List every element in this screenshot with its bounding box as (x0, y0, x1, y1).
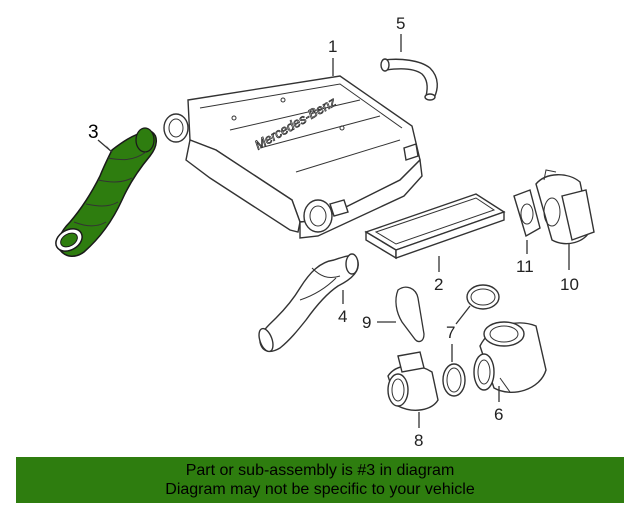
part-10-throttle-body[interactable] (535, 169, 595, 245)
part-11-gasket[interactable] (513, 189, 541, 238)
part-6-intake-adaptor[interactable] (473, 321, 547, 393)
callout-8: 8 (414, 431, 423, 450)
banner-line-1: Part or sub-assembly is #3 in diagram (185, 462, 455, 479)
callout-2: 2 (434, 275, 443, 294)
callout-9: 9 (362, 313, 371, 332)
part-2-air-filter[interactable] (364, 193, 506, 260)
callout-10: 10 (560, 275, 579, 294)
callout-11: 11 (516, 257, 534, 276)
callout-7: 7 (446, 323, 455, 342)
part-9-gasket[interactable] (395, 286, 425, 343)
callout-6: 6 (494, 405, 503, 424)
part-8-air-flow-sensor[interactable] (387, 351, 439, 411)
callout-3: 3 (88, 122, 99, 143)
part-4-intake-duct[interactable] (256, 253, 359, 353)
part-5-hose[interactable] (380, 58, 438, 101)
callout-1: 1 (328, 37, 337, 56)
part-1-air-cleaner-housing[interactable] (163, 75, 423, 239)
callout-4: 4 (338, 307, 347, 326)
part-3-intake-duct[interactable] (52, 127, 157, 257)
banner-line-2: Diagram may not be specific to your vehi… (165, 481, 475, 498)
leader-7b (455, 305, 471, 325)
part-7-seal-ring[interactable] (442, 284, 500, 397)
callout-5: 5 (396, 14, 405, 33)
info-banner: Part or sub-assembly is #3 in diagram Di… (16, 457, 624, 503)
